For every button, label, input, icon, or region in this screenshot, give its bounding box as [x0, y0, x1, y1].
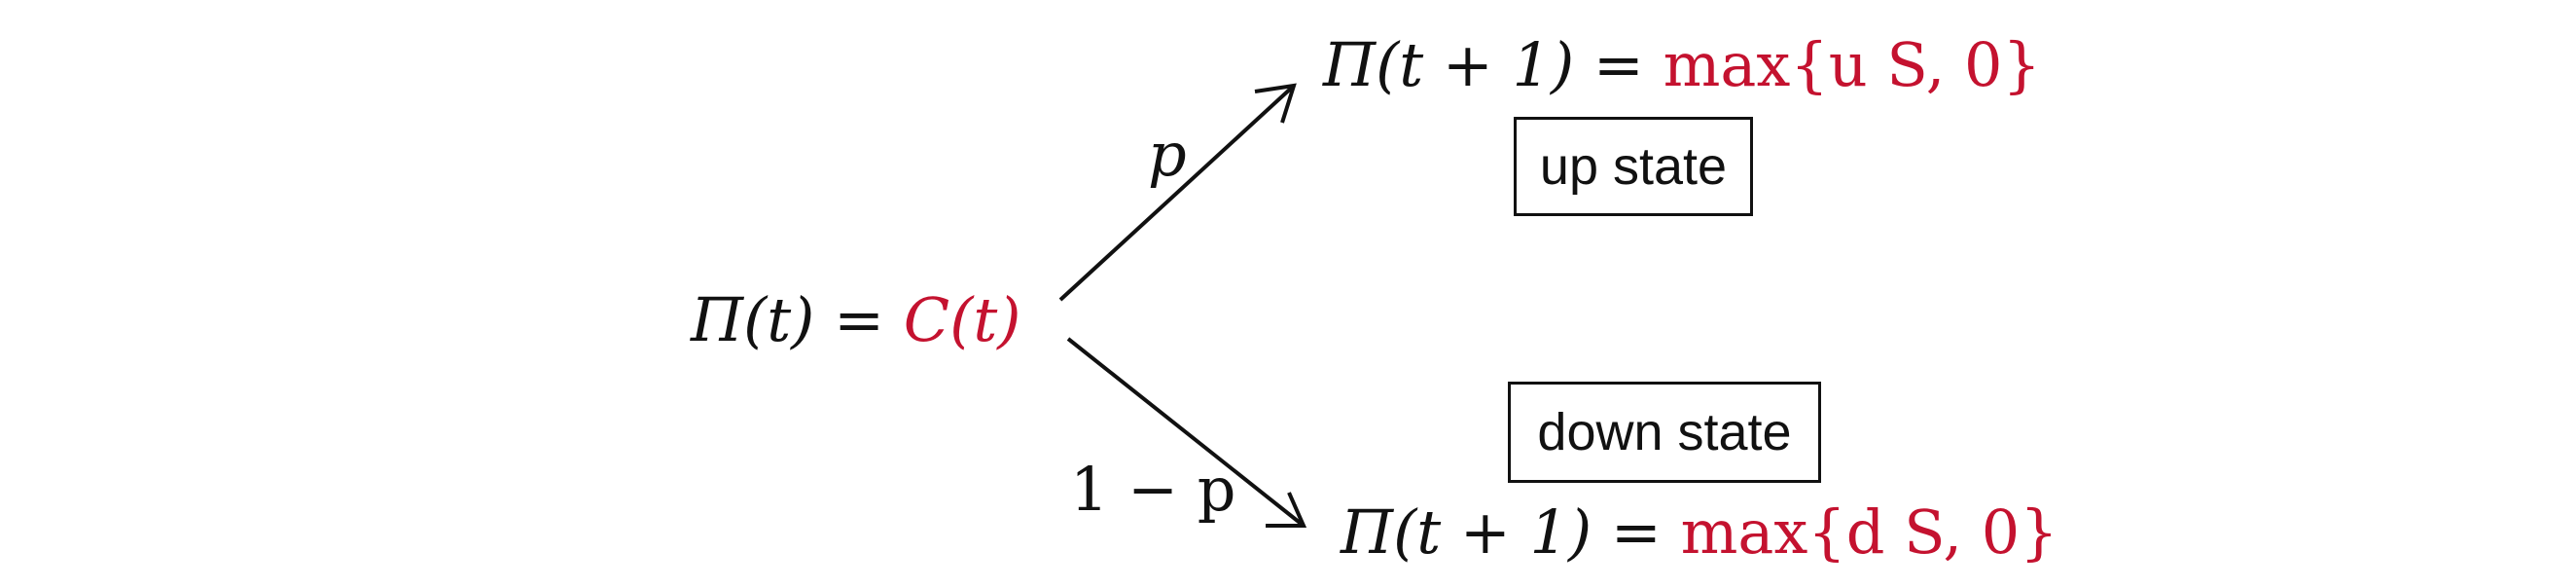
down-state-box: down state: [1508, 382, 1821, 483]
up-arrow: [1058, 83, 1297, 302]
up-lhs: Π(t + 1) =: [1323, 29, 1644, 100]
up-state-label: up state: [1539, 137, 1728, 196]
root-lhs: Π(t) =: [691, 284, 885, 355]
up-state-box: up state: [1514, 117, 1753, 216]
root-rhs: C(t): [903, 284, 1021, 355]
down-probability: 1 − p: [1070, 454, 1236, 525]
root-node: Π(t) = C(t): [691, 290, 1020, 350]
up-node: Π(t + 1) = max{u S, 0}: [1323, 35, 2041, 95]
up-probability: p: [1148, 119, 1187, 190]
down-node: Π(t + 1) = max{d S, 0}: [1341, 502, 2058, 563]
down-rhs: max{d S, 0}: [1680, 496, 2058, 568]
up-rhs: max{u S, 0}: [1663, 29, 2041, 100]
down-arrow: [1066, 337, 1307, 528]
down-lhs: Π(t + 1) =: [1341, 496, 1662, 568]
down-state-label: down state: [1537, 403, 1792, 461]
